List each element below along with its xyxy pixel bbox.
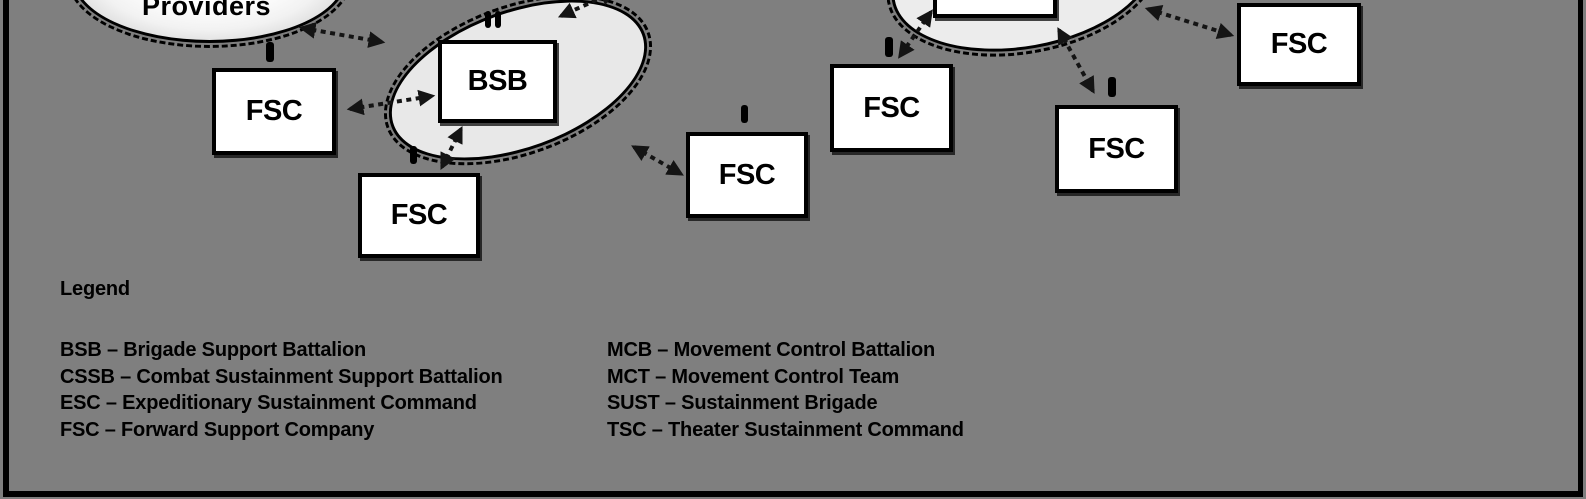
diagram-border-right bbox=[1578, 0, 1583, 497]
legend-entry-esc: ESC – Expeditionary Sustainment Command bbox=[60, 392, 477, 414]
dashed-arrow-fsc1-bsb bbox=[346, 89, 436, 116]
diagram-border-left bbox=[3, 0, 9, 497]
fsc-unit-box-6: FSC bbox=[1055, 105, 1178, 193]
company-echelon-icon bbox=[741, 105, 748, 123]
legend-entry-mct: MCT – Movement Control Team bbox=[607, 365, 900, 388]
legend-left-column: BSB – Brigade Support Battalion CSSB – C… bbox=[60, 337, 503, 443]
dashed-arrow-rightellipse-fsc4 bbox=[898, 9, 933, 59]
legend-entry-mcb: MCB – Movement Control Battalion bbox=[607, 339, 936, 361]
dashed-arrow-bsb-fsc2 bbox=[440, 125, 463, 171]
dashed-arrow-rightellipse-fsc6 bbox=[1057, 27, 1095, 94]
dashed-arrow-providers-bsb bbox=[298, 22, 386, 48]
legend-entry-sust: SUST – Sustainment Brigade bbox=[607, 392, 878, 414]
legend-entry-fsc: FSC – Forward Support Company bbox=[60, 418, 375, 441]
bsb-unit-box: BSB bbox=[438, 40, 557, 123]
company-echelon-icon bbox=[885, 37, 893, 57]
fsc-unit-label: FSC bbox=[245, 95, 303, 127]
cut-off-unit-box bbox=[933, 0, 1057, 18]
legend-entry-bsb: BSB – Brigade Support Battalion bbox=[60, 339, 367, 361]
fsc-unit-label: FSC bbox=[1270, 28, 1328, 60]
fsc-unit-box-5: FSC bbox=[1237, 3, 1361, 86]
fsc-unit-box-1: FSC bbox=[212, 68, 336, 155]
dashed-arrow-rightellipse-fsc5 bbox=[1144, 5, 1235, 39]
fsc-unit-box-3: FSC bbox=[686, 132, 808, 218]
legend-entry-cssb: CSSB – Combat Sustainment Support Battal… bbox=[60, 365, 503, 388]
dashed-arrow-bsb-up bbox=[557, 0, 618, 19]
fsc-unit-label: FSC bbox=[863, 91, 920, 124]
legend-entry-tsc: TSC – Theater Sustainment Command bbox=[607, 418, 964, 441]
dashed-arrow-bsb-fsc3 bbox=[631, 145, 684, 176]
providers-ellipse-label: Providers bbox=[141, 0, 272, 21]
legend-right-column: MCB – Movement Control Battalion MCT – M… bbox=[607, 337, 964, 443]
fsc-unit-label: FSC bbox=[390, 199, 448, 231]
fsc-unit-box-4: FSC bbox=[830, 64, 953, 152]
legend-title: Legend bbox=[60, 278, 130, 300]
fsc-unit-label: FSC bbox=[1088, 132, 1145, 165]
fsc-unit-box-2: FSC bbox=[358, 173, 480, 258]
company-echelon-icon bbox=[410, 146, 417, 164]
company-echelon-icon bbox=[266, 42, 274, 62]
diagram-border-bottom bbox=[3, 491, 1583, 497]
fsc-unit-label: FSC bbox=[718, 158, 776, 191]
battalion-echelon-icon bbox=[485, 11, 501, 28]
company-echelon-icon bbox=[1108, 77, 1116, 97]
bsb-unit-label: BSB bbox=[467, 65, 528, 97]
